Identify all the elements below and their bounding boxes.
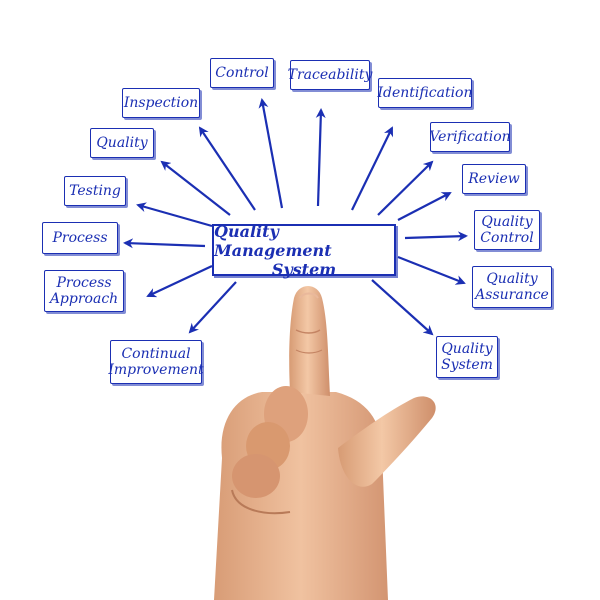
arrow-quality-control	[404, 231, 468, 242]
arrow-verification	[377, 160, 434, 216]
arrow-quality-system	[371, 279, 434, 336]
center-node-line-1: Quality Management	[214, 221, 332, 260]
node-quality: Quality	[90, 128, 154, 158]
node-inspection-label: Inspection	[123, 95, 199, 111]
arrow-quality	[160, 160, 231, 216]
node-review: Review	[462, 164, 526, 194]
center-node-line-2: System	[271, 259, 337, 279]
node-traceability-label: Traceability	[287, 67, 373, 83]
node-process-label: Process	[52, 230, 108, 246]
node-quality-assurance-line-2: Assurance	[475, 287, 549, 303]
node-control: Control	[210, 58, 274, 88]
node-process-approach: Process Approach	[44, 270, 124, 312]
node-verification-label: Verification	[429, 129, 511, 145]
arrow-traceability	[315, 108, 326, 207]
node-quality-control: Quality Control	[474, 210, 540, 250]
node-continual-improvement-line-2: Improvement	[108, 362, 204, 378]
node-process: Process	[42, 222, 118, 254]
node-testing-label: Testing	[69, 183, 121, 199]
node-identification-label: Identification	[377, 85, 473, 101]
arrow-process	[123, 238, 206, 249]
arrow-process-approach	[146, 265, 213, 298]
arrow-inspection	[198, 126, 256, 211]
arrow-control	[258, 98, 284, 209]
node-identification: Identification	[377, 78, 473, 108]
node-continual-improvement: Continual Improvement	[108, 340, 204, 384]
arrow-continual-improvement	[188, 281, 237, 334]
node-quality-system-line-1: Quality	[441, 341, 493, 357]
node-quality-control-line-2: Control	[480, 230, 534, 246]
arrow-testing	[136, 202, 213, 228]
node-traceability: Traceability	[287, 60, 373, 90]
node-quality-label: Quality	[96, 135, 148, 151]
arrow-review	[397, 192, 452, 221]
node-quality-control-line-1: Quality	[481, 214, 533, 230]
arrow-identification	[351, 126, 393, 211]
node-continual-improvement-line-1: Continual	[121, 346, 191, 362]
node-quality-assurance: Quality Assurance	[472, 266, 552, 308]
node-quality-system: Quality System	[436, 336, 498, 378]
center-node-quality-management-system: Quality Management System	[212, 221, 396, 279]
node-quality-system-line-2: System	[441, 357, 493, 373]
node-control-label: Control	[215, 65, 269, 81]
node-verification: Verification	[429, 122, 511, 152]
node-testing: Testing	[64, 176, 126, 206]
node-process-approach-line-2: Approach	[49, 291, 119, 307]
node-quality-assurance-line-1: Quality	[486, 271, 538, 287]
node-review-label: Review	[468, 171, 520, 187]
arrow-quality-assurance	[397, 255, 466, 285]
node-process-approach-line-1: Process	[56, 275, 112, 291]
node-inspection: Inspection	[122, 88, 200, 118]
